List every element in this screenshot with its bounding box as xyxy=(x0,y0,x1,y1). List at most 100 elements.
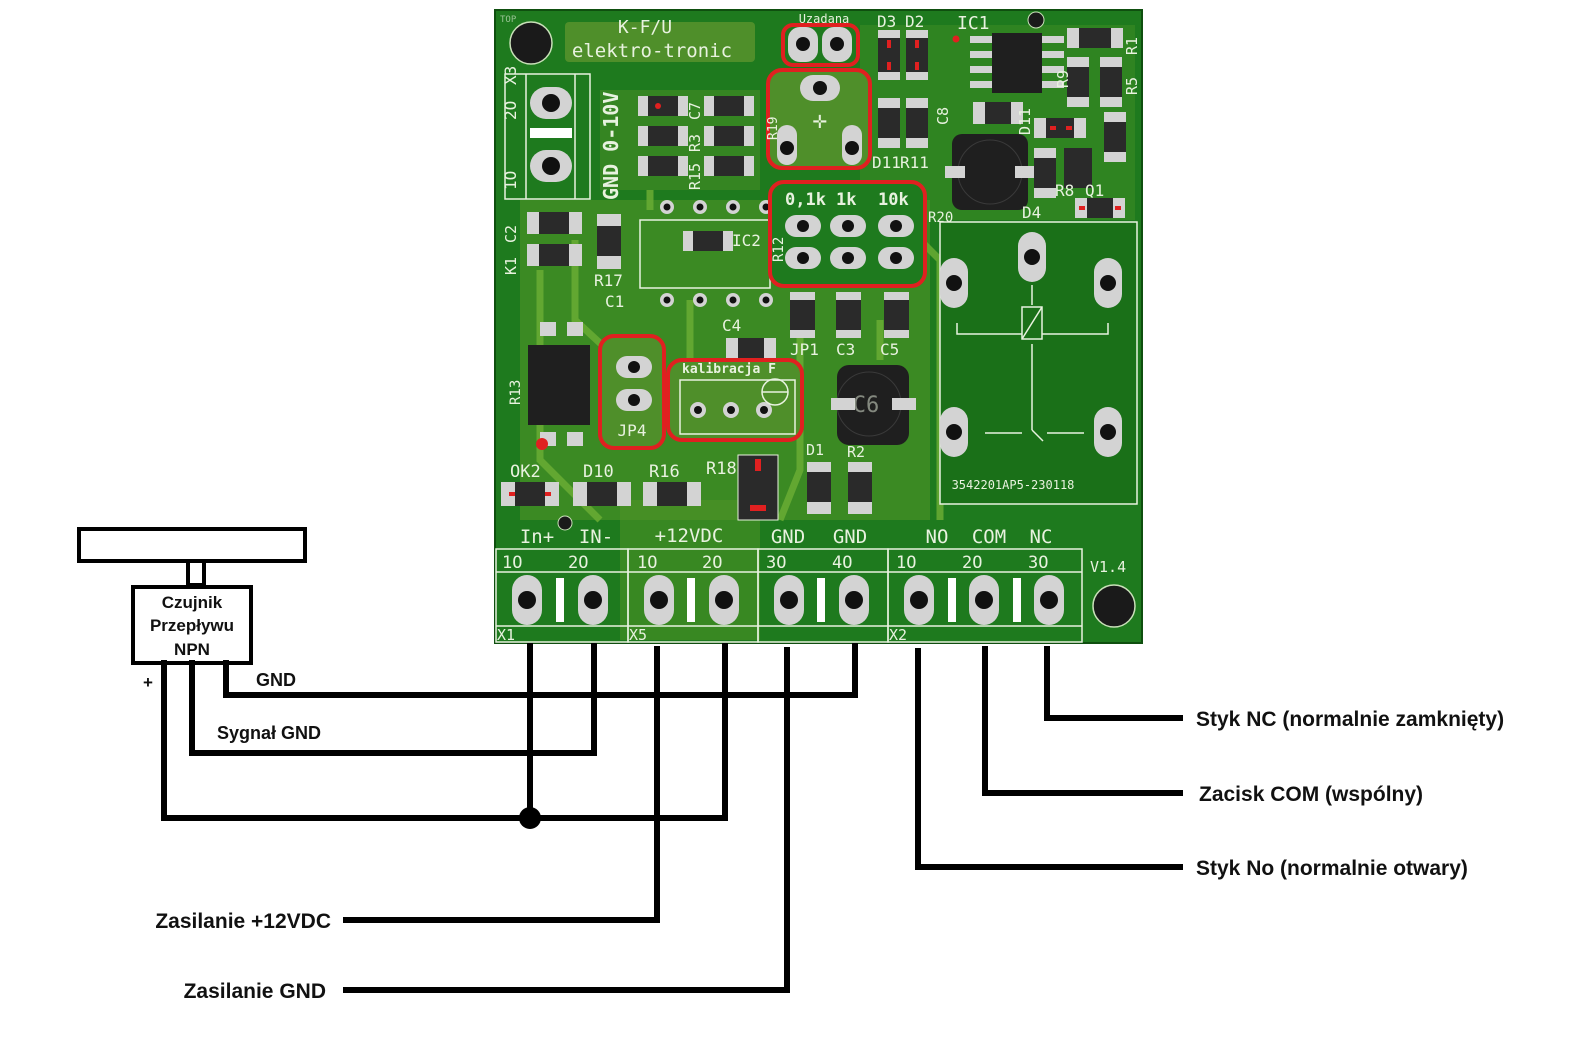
relay-part-number: 3542201AP5-230118 xyxy=(952,478,1075,492)
jumper-uzadana: Uzadana xyxy=(781,12,860,67)
terminal-label-gnd-1: GND xyxy=(771,526,805,548)
component-label: C1 xyxy=(605,292,624,311)
component-label: R15 xyxy=(686,163,704,190)
pin-label: 4O xyxy=(832,553,852,573)
calibration-section: C4 kalibracja F JP4 xyxy=(598,316,804,450)
screw-terminals xyxy=(512,575,1064,625)
plus-icon: ✛ xyxy=(813,106,827,134)
component-label: C5 xyxy=(880,340,899,359)
board-title: K-F/U xyxy=(618,17,672,38)
component-label: D4 xyxy=(1022,203,1041,222)
wire-relay-nc xyxy=(1044,646,1183,721)
component-label: D11 xyxy=(1016,108,1034,135)
component-label: R1 xyxy=(1123,37,1141,55)
board-side-label: TOP xyxy=(500,15,517,25)
component-label: K1 xyxy=(502,257,520,275)
terminal-screw-hole xyxy=(1040,591,1058,609)
inductor xyxy=(952,134,1028,210)
wire-sensor-signal xyxy=(189,643,597,756)
component-label: C8 xyxy=(934,107,952,125)
sensor-label-line3: NPN xyxy=(174,640,210,659)
component-label: R13 xyxy=(508,380,524,405)
range-label-1: 1k xyxy=(836,190,856,210)
wire-label-relay-nc: Styk NC (normalnie zamknięty) xyxy=(1196,708,1504,731)
wire-label-relay-no: Styk No (normalnie otwary) xyxy=(1196,857,1468,880)
wires xyxy=(161,643,1183,993)
terminal-label-nc: NC xyxy=(1030,526,1053,548)
component-label: D11 xyxy=(872,153,901,172)
x3-pin2-label: 2O xyxy=(501,101,520,120)
wire-relay-com xyxy=(982,646,1183,796)
component-label: R16 xyxy=(649,462,680,482)
component-label: R18 xyxy=(706,459,737,479)
component-label: R8 xyxy=(1055,181,1074,200)
sensor-body xyxy=(131,585,253,665)
terminal-name-x5: X5 xyxy=(629,626,647,644)
terminal-label-no: NO xyxy=(926,526,949,548)
potentiometer-r19: ✛ R19 xyxy=(766,68,872,170)
terminal-x3: 2O 1O X3 xyxy=(501,66,591,200)
component-label: OK2 xyxy=(510,462,541,482)
highlight-box xyxy=(781,23,860,67)
component-label: IC2 xyxy=(732,231,761,250)
component-label: R17 xyxy=(594,271,623,290)
component-label: R12 xyxy=(771,237,787,262)
wire-junction-dot xyxy=(519,807,541,829)
component-label: C2 xyxy=(502,225,520,243)
terminal-screw-hole xyxy=(518,591,536,609)
terminal-screw-hole xyxy=(584,591,602,609)
terminal-divider xyxy=(948,578,956,622)
mounting-hole-bottom-right xyxy=(1092,584,1136,628)
x3-pin1-label: 1O xyxy=(501,171,520,190)
terminal-divider xyxy=(1013,578,1021,622)
wire-sensor-plus xyxy=(161,643,728,821)
terminal-divider xyxy=(687,578,695,622)
component-label: D1 xyxy=(806,441,824,459)
component-label: D2 xyxy=(905,12,924,31)
component-label: R3 xyxy=(686,134,704,152)
terminal-blocks: 1O 2O 1O 2O 3O 4O 1O 2O 3O X1 X5 X2 V1.4 xyxy=(495,548,1126,644)
pin-label: 1O xyxy=(896,553,916,573)
component-label: R5 xyxy=(1123,77,1141,95)
wire-label-signal-gnd: Sygnał GND xyxy=(217,723,321,743)
pin-label: 2O xyxy=(702,553,722,573)
x3-name: X3 xyxy=(501,66,520,85)
terminal-top-labels: In+ IN- +12VDC GND GND NO COM NC xyxy=(520,525,1053,548)
terminal-divider xyxy=(817,578,825,622)
terminal-label-in-minus: IN- xyxy=(579,526,613,548)
optocoupler-ok2: R13 xyxy=(508,322,590,450)
pin-label: 1O xyxy=(502,553,522,573)
component-label: D10 xyxy=(583,462,614,482)
range-label-2: 10k xyxy=(878,190,909,210)
component-label: C3 xyxy=(836,340,855,359)
board-maker: elektro-tronic xyxy=(572,40,732,62)
capacitor-c4 xyxy=(837,365,909,445)
wire-supply-12v xyxy=(343,646,660,923)
component-label: C7 xyxy=(686,102,704,120)
range-label-0: 0,1k xyxy=(785,190,826,210)
jp4-label: JP4 xyxy=(618,421,647,440)
ic1-chip xyxy=(992,33,1042,93)
terminal-name-x2: X2 xyxy=(889,626,907,644)
via-hole xyxy=(1027,11,1045,29)
terminal-label-com: COM xyxy=(972,526,1006,548)
wire-label-supply-gnd: Zasilanie GND xyxy=(184,980,326,1003)
terminal-label-12vdc: +12VDC xyxy=(655,525,724,547)
calibration-label: kalibracja F xyxy=(682,362,776,377)
bottom-row-components: OK2 D10 R16 R18 D1 R2 xyxy=(501,441,872,521)
component-label: C6 xyxy=(853,393,880,418)
component-label: R20 xyxy=(928,210,953,226)
relay-k1: R20 3542201AP5-23 xyxy=(928,210,1138,505)
wire-label-relay-com: Zacisk COM (wspólny) xyxy=(1199,783,1423,806)
component-label: R19 xyxy=(766,117,781,140)
component-label: C4 xyxy=(722,316,741,335)
mounting-hole-top-left xyxy=(509,21,553,65)
upper-right-components: D3 D2 D11 R11 IC1 R1 R9 R5 C8 xyxy=(872,12,1141,222)
pin-label: 2O xyxy=(568,553,588,573)
terminal-screw-hole xyxy=(650,591,668,609)
component-label: Q1 xyxy=(1085,181,1104,200)
title-panel xyxy=(565,22,755,62)
terminal-label-gnd-2: GND xyxy=(833,526,867,548)
flow-sensor: Czujnik Przepływu NPN + xyxy=(77,527,307,692)
sensor-stem xyxy=(186,559,206,587)
